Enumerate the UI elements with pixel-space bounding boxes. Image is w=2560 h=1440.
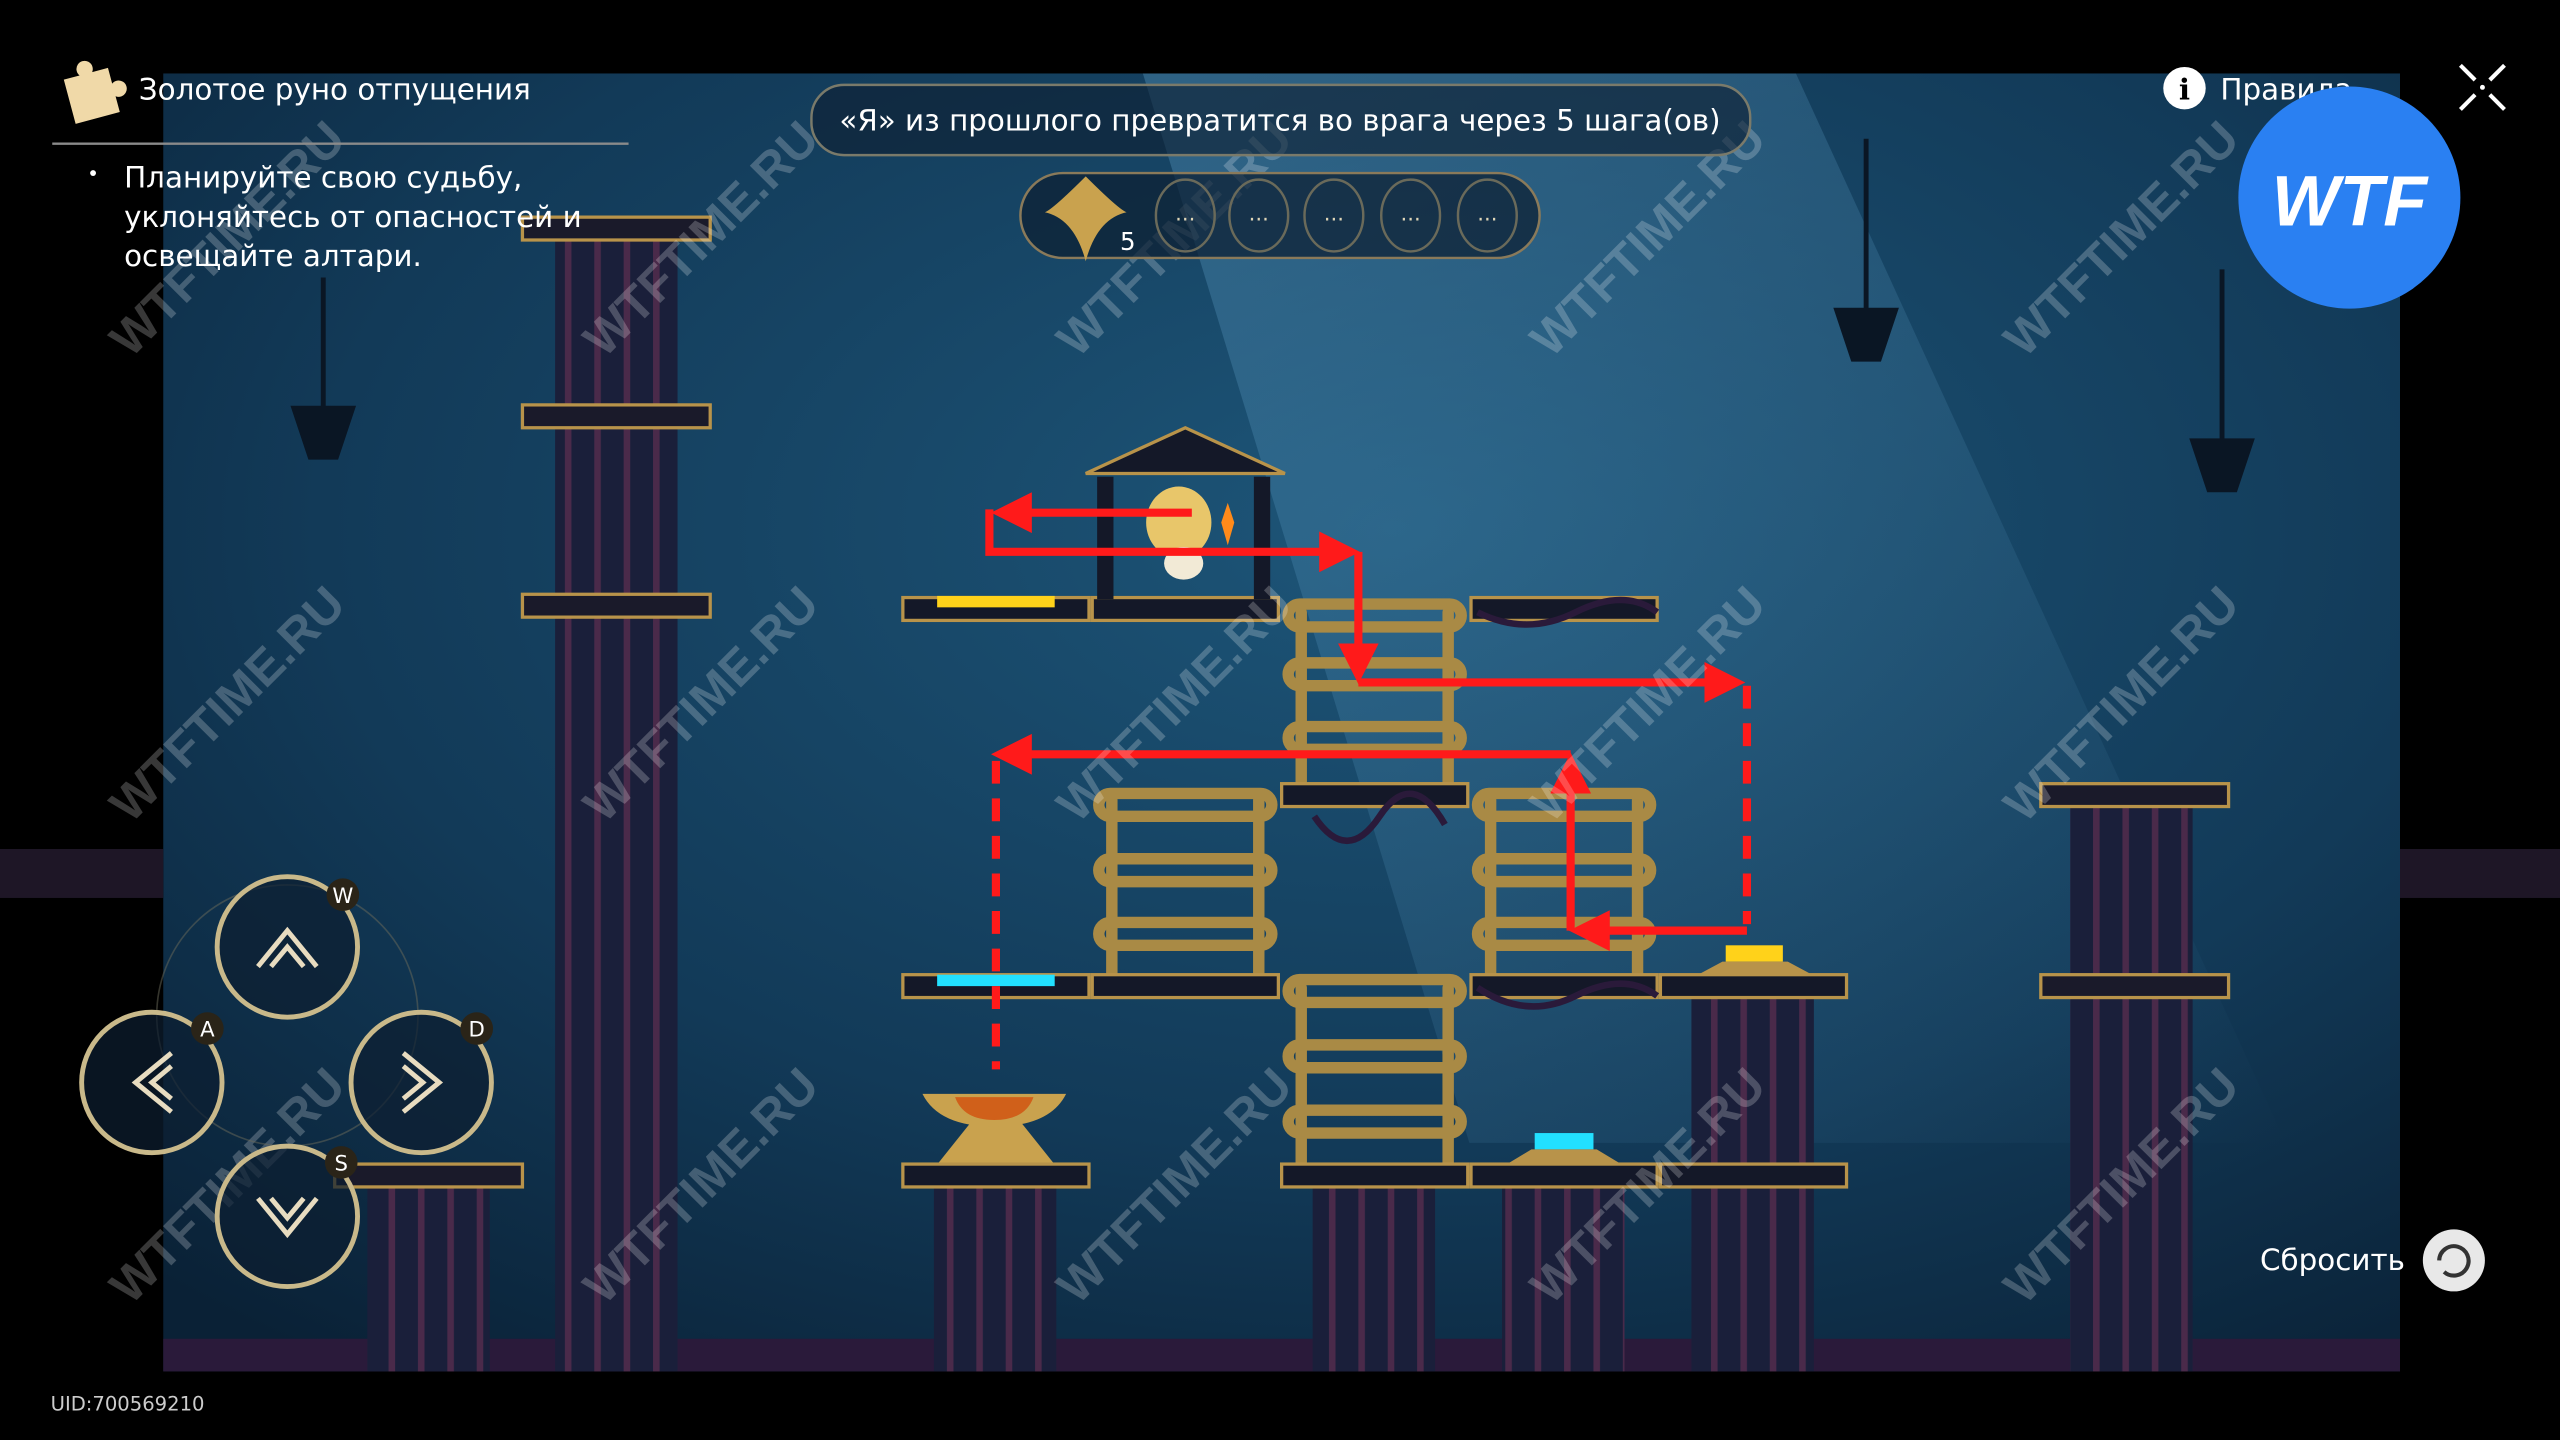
cyan-pressure-plate	[1506, 1133, 1622, 1165]
cyan-switch-light	[937, 974, 1055, 987]
bullet	[90, 170, 96, 176]
arrow-up-icon	[256, 926, 319, 969]
step-slot: ...	[1477, 201, 1497, 226]
steps-count: 5	[1120, 227, 1136, 256]
turn-warning-text: «Я» из прошлого превратится во врага чер…	[839, 104, 1720, 138]
lantern-icon	[290, 138, 2255, 493]
arrow-right-icon	[401, 1051, 444, 1114]
event-title: Золотое руно отпущения	[139, 73, 531, 107]
step-slot: ...	[1324, 201, 1344, 226]
dpad-controls: W A D S	[79, 874, 494, 1289]
arrow-left-icon	[131, 1051, 173, 1114]
thorn-floor	[163, 1338, 2400, 1372]
right-pillar	[2039, 782, 2231, 1372]
ladder	[1282, 973, 1467, 1174]
temple-shrine	[1085, 425, 1286, 600]
move-up-button[interactable]: W	[214, 874, 360, 1020]
step-slot: ...	[1400, 201, 1420, 226]
yellow-pressure-plate	[1697, 945, 1813, 975]
left-pillar	[333, 215, 712, 1372]
reset-label: Сбросить	[2260, 1243, 2405, 1277]
key-hint-w: W	[332, 884, 353, 909]
step-slot: ...	[1175, 201, 1195, 226]
solution-path-arrows	[985, 492, 1752, 1070]
close-button[interactable]	[2458, 63, 2506, 111]
platforms	[901, 595, 1849, 1189]
svg-text:i: i	[2179, 72, 2190, 107]
wtf-logo: WTF	[2238, 86, 2461, 309]
move-right-button[interactable]: D	[348, 1009, 494, 1156]
close-icon	[2458, 63, 2506, 111]
light-beam	[1142, 73, 2286, 1143]
ladder	[1093, 787, 1278, 986]
svg-text:WTF: WTF	[2272, 161, 2430, 241]
ladder	[1282, 598, 1467, 798]
puzzle-icon	[63, 60, 127, 124]
ram-emblem-icon	[1044, 176, 1127, 262]
altar-brazier	[922, 1093, 1067, 1163]
turn-warning-banner	[810, 83, 1752, 157]
user-uid: UID:700569210	[51, 1393, 205, 1416]
move-down-button[interactable]: S	[214, 1143, 360, 1289]
key-hint-d: D	[469, 1018, 485, 1043]
info-icon	[2163, 66, 2206, 110]
reset-button[interactable]: Сбросить	[2260, 1229, 2485, 1292]
key-hint-s: S	[334, 1152, 347, 1177]
move-left-button[interactable]: A	[79, 1009, 225, 1156]
yellow-switch-light	[937, 595, 1055, 608]
objective-line-1: Планируйте свою судьбу,	[124, 161, 522, 195]
objective-line-3: освещайте алтари.	[124, 239, 422, 273]
thorns-hazard	[1311, 596, 1660, 1010]
refresh-icon	[2437, 1244, 2471, 1278]
objective-line-2: уклоняйтесь от опасностей и	[124, 200, 582, 234]
frame-left	[0, 848, 164, 898]
golden-ram-character	[1146, 486, 1235, 580]
arrow-down-icon	[256, 1196, 319, 1239]
step-tracker: 5 ... ... ... ... ...	[1019, 171, 1541, 262]
key-hint-a: A	[200, 1018, 215, 1043]
frame-right	[2400, 848, 2560, 898]
step-slot: ...	[1249, 201, 1269, 226]
